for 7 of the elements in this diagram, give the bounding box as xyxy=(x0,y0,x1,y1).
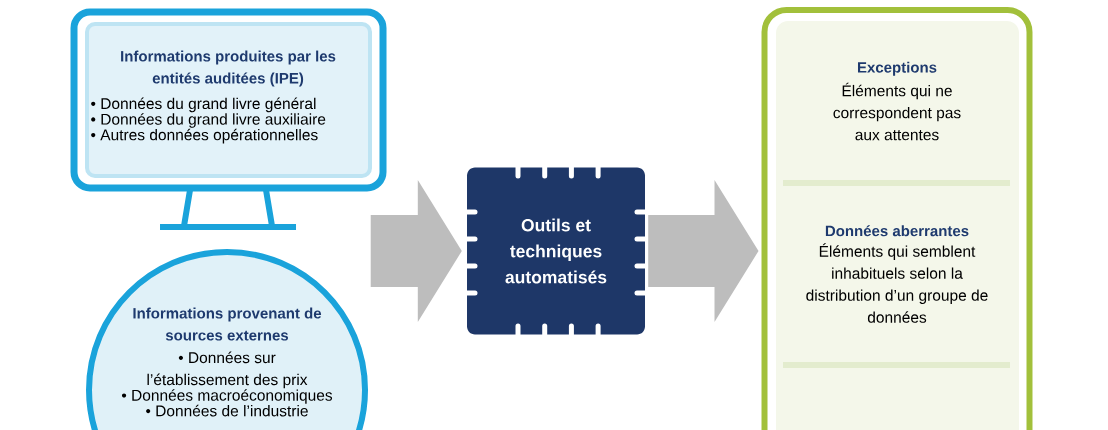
monitor-screen: Informations produites par les entités auditées (IPE) • Données du grand livre général • Données du grand livre auxiliaire • Autres données opérationnelles xyxy=(70,8,387,230)
chip-box: Outils et techniques automatisés xyxy=(462,163,650,339)
section-text: Exceptions Éléments qui ne correspondent pas aux attentes xyxy=(833,61,961,141)
block-arrow xyxy=(370,180,462,322)
block-arrow xyxy=(648,180,759,322)
section-text: Données aberrantes Éléments qui semblent inhabituels selon la distribution d’un groupe de données xyxy=(806,225,988,323)
result-panel xyxy=(761,7,1033,430)
